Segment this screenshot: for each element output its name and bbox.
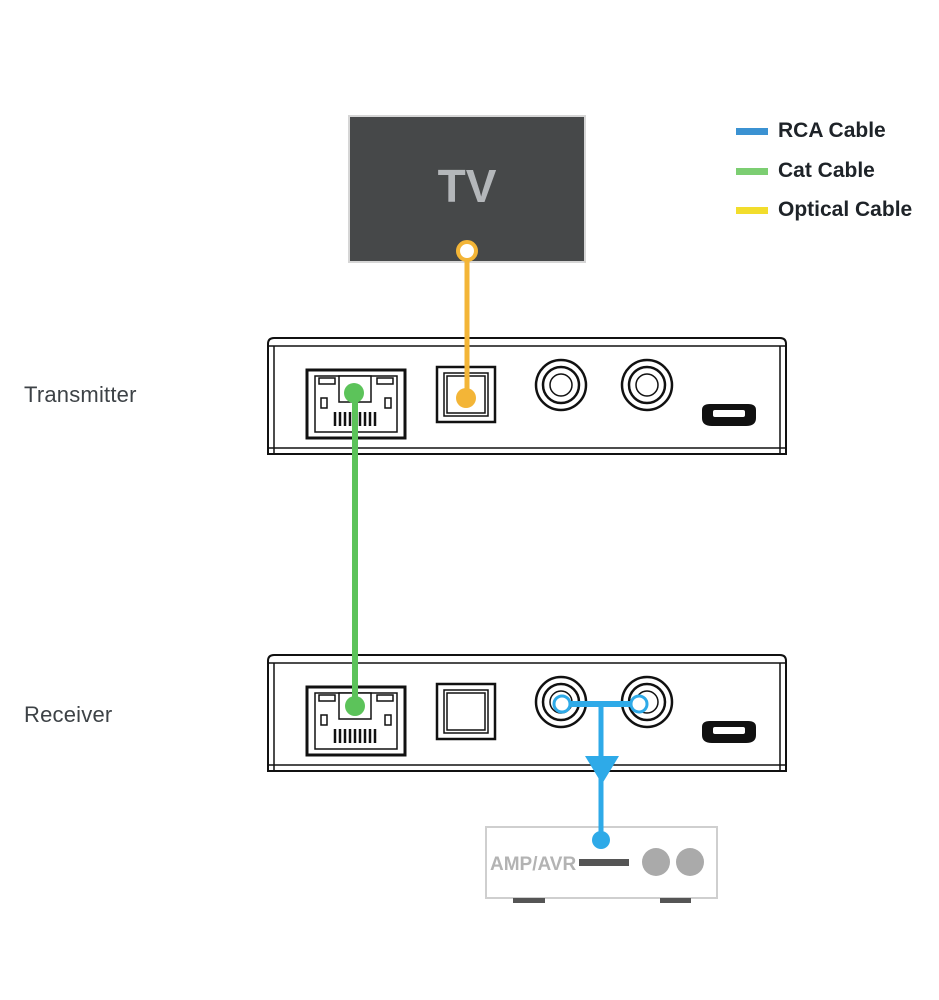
amp-display-slot [579,859,629,866]
optical-port [435,682,497,741]
amp-knob-left [642,848,670,876]
amp-knob-right [676,848,704,876]
legend-swatch-optical [736,206,768,214]
rca-plug-right [629,694,649,714]
legend-label: Optical Cable [778,198,913,221]
tv-optical-connector [456,240,478,262]
transmitter-device [267,337,787,455]
amp-rca-connector [592,831,610,849]
rca-port-left [534,358,588,412]
legend-item-rca: RCA Cable [736,119,886,143]
cat-plug-transmitter [344,383,364,403]
legend-swatch-rca [736,127,768,135]
rca-port-right [620,358,674,412]
amp-label: AMP/AVR [490,854,576,875]
receiver-device [267,654,787,772]
micro-usb-port [702,721,756,743]
tv-screen [348,115,586,263]
legend-label: RCA Cable [778,119,886,142]
cat-cable [344,383,365,716]
tv-device: TV [348,115,586,263]
transmitter-label: Transmitter [24,382,137,407]
optical-cable [456,240,478,408]
rca-arrow-icon [585,756,619,784]
legend-item-cat: Cat Cable [736,159,875,183]
micro-usb-port [702,404,756,426]
optical-plug [456,388,476,408]
rca-cable [552,694,649,849]
legend-swatch-cat [736,167,768,175]
legend-label: Cat Cable [778,159,875,182]
receiver-label: Receiver [24,702,113,727]
tv-label: TV [438,160,497,212]
legend-item-optical: Optical Cable [736,198,912,222]
amp-foot-right [660,898,691,903]
amp-foot-left [513,898,545,903]
rca-plug-left [552,694,572,714]
cat-plug-receiver [345,696,365,716]
